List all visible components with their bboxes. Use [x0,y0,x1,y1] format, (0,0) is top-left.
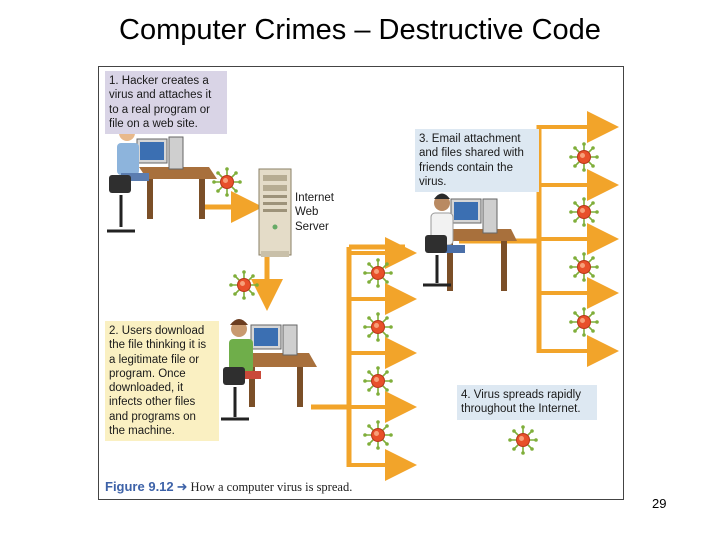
hacker-workstation-icon [107,124,217,233]
figure-caption: Figure 9.12➜How a computer virus is spre… [105,479,352,495]
user-workstation-icon [221,319,317,421]
caption-number: Figure 9.12 [105,479,174,494]
caption-arrow-icon: ➜ [176,479,188,494]
callout-hacker-creates-virus: 1. Hacker creates a virus and attaches i… [105,71,227,135]
slide-title: Computer Crimes – Destructive Code [119,14,601,46]
virus-spread-figure: 1. Hacker creates a virus and attaches i… [98,66,624,500]
callout-email-attachment: 3. Email attachment and files shared wit… [415,129,539,193]
server-icon [258,168,292,257]
callout-users-download: 2. Users download the file thinking it i… [105,321,219,442]
page-number: 29 [652,496,667,511]
caption-text: How a computer virus is spread. [190,480,353,494]
server-label: Internet Web Server [295,192,334,233]
callout-virus-spreads: 4. Virus spreads rapidly throughout the … [457,385,597,420]
email-workstation-icon [423,193,517,291]
